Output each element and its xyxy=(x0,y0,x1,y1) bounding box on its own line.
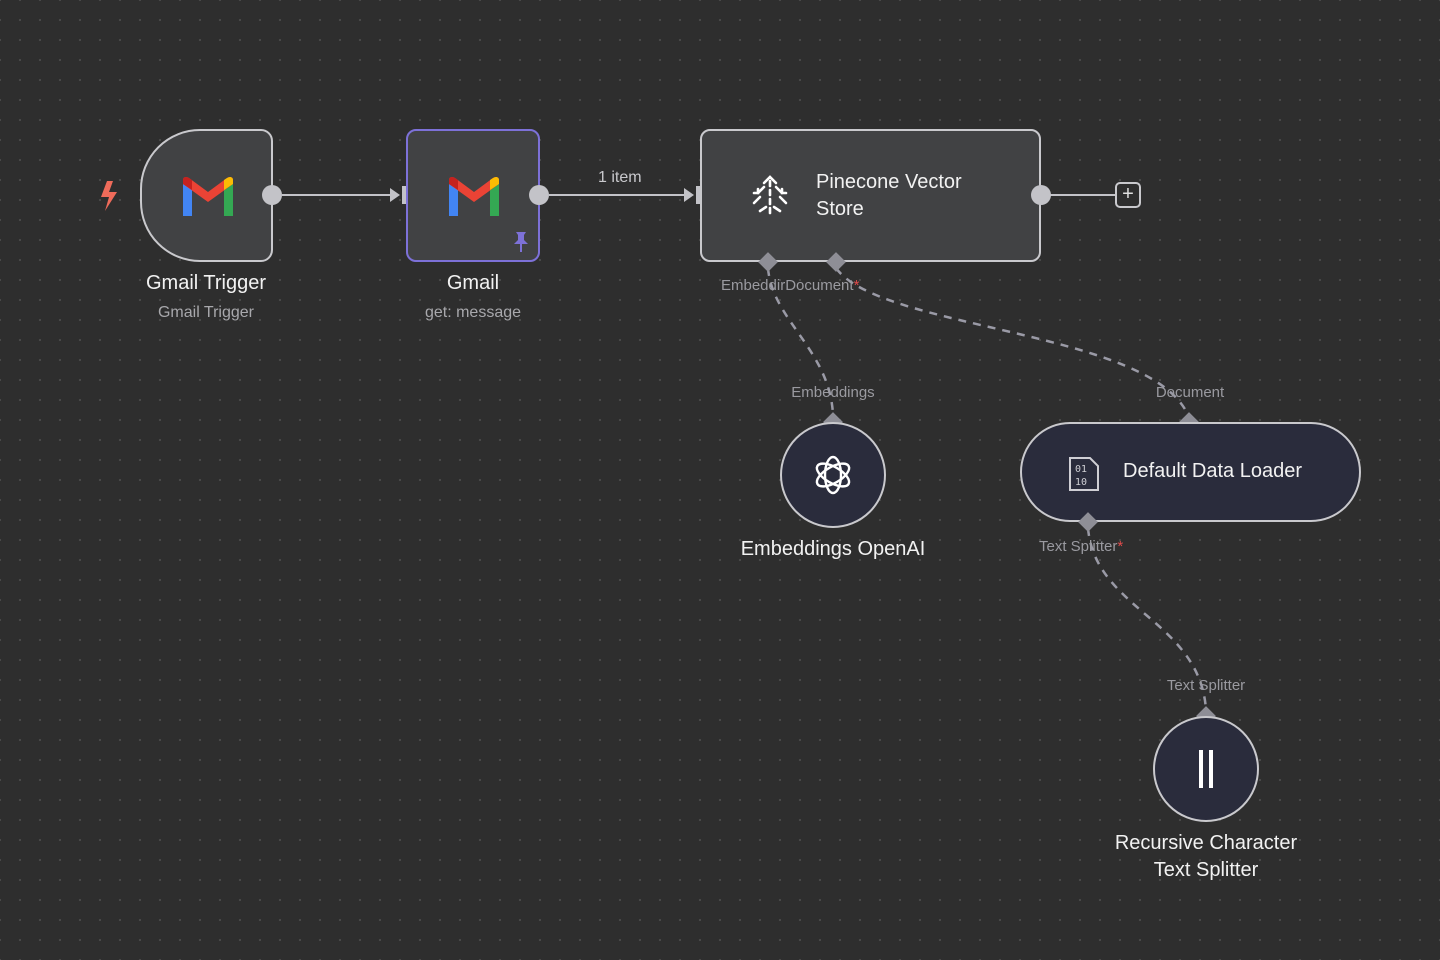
default-data-loader-node[interactable]: 01 10 Default Data Loader xyxy=(1020,422,1361,522)
pinecone-output-port[interactable] xyxy=(1031,185,1051,205)
pinecone-icon xyxy=(752,175,788,215)
gmail-trigger-subtitle: Gmail Trigger xyxy=(157,304,255,321)
edge-splitter-to-loader[interactable] xyxy=(1086,527,1208,711)
gmail-trigger-title: Gmail Trigger xyxy=(145,272,267,294)
pinecone-embedding-port-label: EmbeddirDocument* xyxy=(721,277,859,294)
gmail-trigger-node[interactable] xyxy=(140,129,273,262)
openai-icon xyxy=(815,455,851,495)
document-port-text: Document xyxy=(785,277,854,294)
pinecone-title-line1: Pinecone Vector xyxy=(816,171,962,193)
gmail-title: Gmail xyxy=(446,272,500,294)
pin-icon[interactable] xyxy=(512,231,530,253)
default-data-loader-title: Default Data Loader xyxy=(1123,460,1303,482)
trigger-bolt-icon xyxy=(101,181,117,211)
splitter-title-line1: Recursive Character xyxy=(1114,832,1298,854)
edge-embeddings-to-pinecone[interactable] xyxy=(766,267,835,416)
svg-text:10: 10 xyxy=(1075,477,1087,488)
splitter-port-label: Text Splitter xyxy=(1166,677,1246,694)
embedding-port-text: Embeddir xyxy=(721,277,786,294)
data-loader-port-label: Document xyxy=(1155,384,1225,401)
gmail-trigger-output-port[interactable] xyxy=(262,185,282,205)
pinecone-title-line2: Store xyxy=(816,198,864,220)
gmail-logo-icon xyxy=(449,176,499,216)
gmail-node[interactable] xyxy=(406,129,540,262)
edge-gmail-to-pinecone-arrow xyxy=(684,188,694,202)
data-loader-text-splitter-label: Text Splitter* xyxy=(1039,538,1123,555)
gmail-logo-icon xyxy=(183,176,233,216)
edge-trigger-to-gmail-arrow xyxy=(390,188,400,202)
text-splitter-icon xyxy=(1199,750,1213,788)
embeddings-openai-node[interactable] xyxy=(780,422,886,528)
edge-item-count-label: 1 item xyxy=(598,169,642,186)
recursive-character-text-splitter-node[interactable] xyxy=(1153,716,1259,822)
gmail-subtitle: get: message xyxy=(424,304,522,321)
text-splitter-port-text: Text Splitter xyxy=(1039,538,1118,555)
edge-loader-to-pinecone[interactable] xyxy=(834,267,1190,416)
svg-text:01: 01 xyxy=(1075,464,1087,475)
gmail-output-port[interactable] xyxy=(529,185,549,205)
document-required-marker: * xyxy=(853,277,860,294)
embeddings-port-label: Embeddings xyxy=(791,384,875,401)
splitter-title-line2: Text Splitter xyxy=(1153,859,1259,881)
add-node-button[interactable]: + xyxy=(1115,182,1141,208)
text-splitter-required-marker: * xyxy=(1117,538,1124,555)
pinecone-vector-store-node[interactable]: Pinecone Vector Store xyxy=(700,129,1041,262)
embeddings-openai-title: Embeddings OpenAI xyxy=(740,538,926,560)
binary-file-icon: 01 10 xyxy=(1069,457,1099,491)
